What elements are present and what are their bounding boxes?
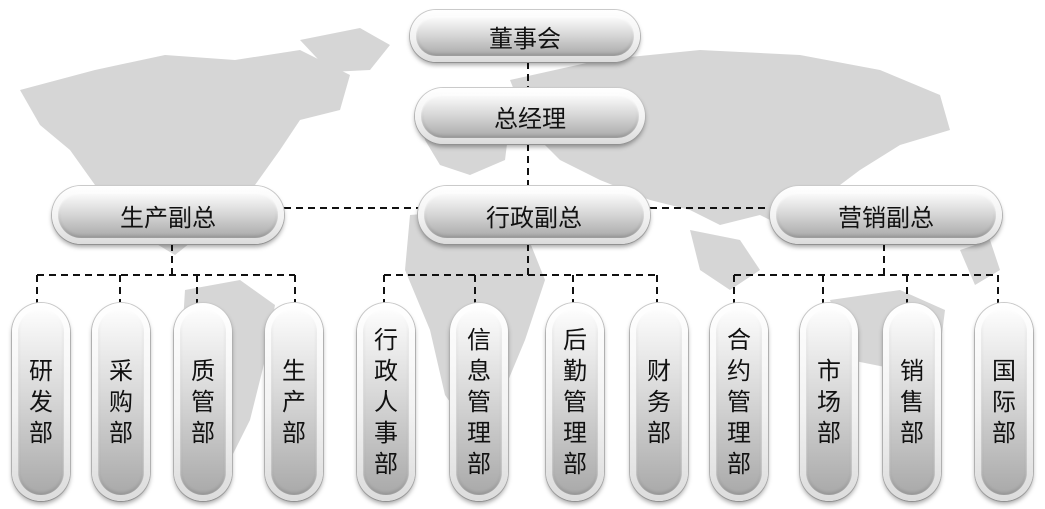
marketing-vp-node: 营销副总 (770, 186, 1002, 244)
department-node-admin-hr: 行政人事部 (357, 303, 415, 501)
department-label: 信息管理部 (467, 325, 491, 478)
department-node-contract-mgmt: 合约管理部 (710, 303, 768, 501)
production-vp-label: 生产副总 (120, 203, 216, 232)
department-label: 采购部 (109, 356, 133, 447)
department-label: 质管部 (191, 356, 215, 447)
connector-lines (36, 62, 999, 303)
department-label: 销售部 (900, 356, 924, 447)
department-node-quality: 质管部 (174, 303, 232, 501)
department-label: 市场部 (817, 356, 841, 447)
admin-vp-label: 行政副总 (486, 203, 582, 232)
department-node-info-mgmt: 信息管理部 (450, 303, 508, 501)
department-node-purchasing: 采购部 (92, 303, 150, 501)
department-label: 合约管理部 (727, 325, 751, 478)
department-node-finance: 财务部 (630, 303, 688, 501)
department-label: 国际部 (992, 356, 1016, 447)
production-vp-node: 生产副总 (52, 186, 284, 244)
department-node-international: 国际部 (975, 303, 1033, 501)
board-label: 董事会 (489, 24, 561, 53)
general-manager-node: 总经理 (415, 88, 645, 144)
department-node-sales: 销售部 (883, 303, 941, 501)
department-node-market: 市场部 (800, 303, 858, 501)
department-node-rd: 研发部 (12, 303, 70, 501)
department-node-production: 生产部 (265, 303, 323, 501)
department-label: 生产部 (282, 356, 306, 447)
department-label: 行政人事部 (374, 325, 398, 478)
marketing-vp-label: 营销副总 (838, 203, 934, 232)
department-label: 财务部 (647, 356, 671, 447)
admin-vp-node: 行政副总 (418, 186, 650, 244)
department-label: 研发部 (29, 356, 53, 447)
department-node-logistics: 后勤管理部 (546, 303, 604, 501)
board-node: 董事会 (410, 10, 640, 62)
general-manager-label: 总经理 (494, 104, 566, 133)
department-label: 后勤管理部 (563, 325, 587, 478)
